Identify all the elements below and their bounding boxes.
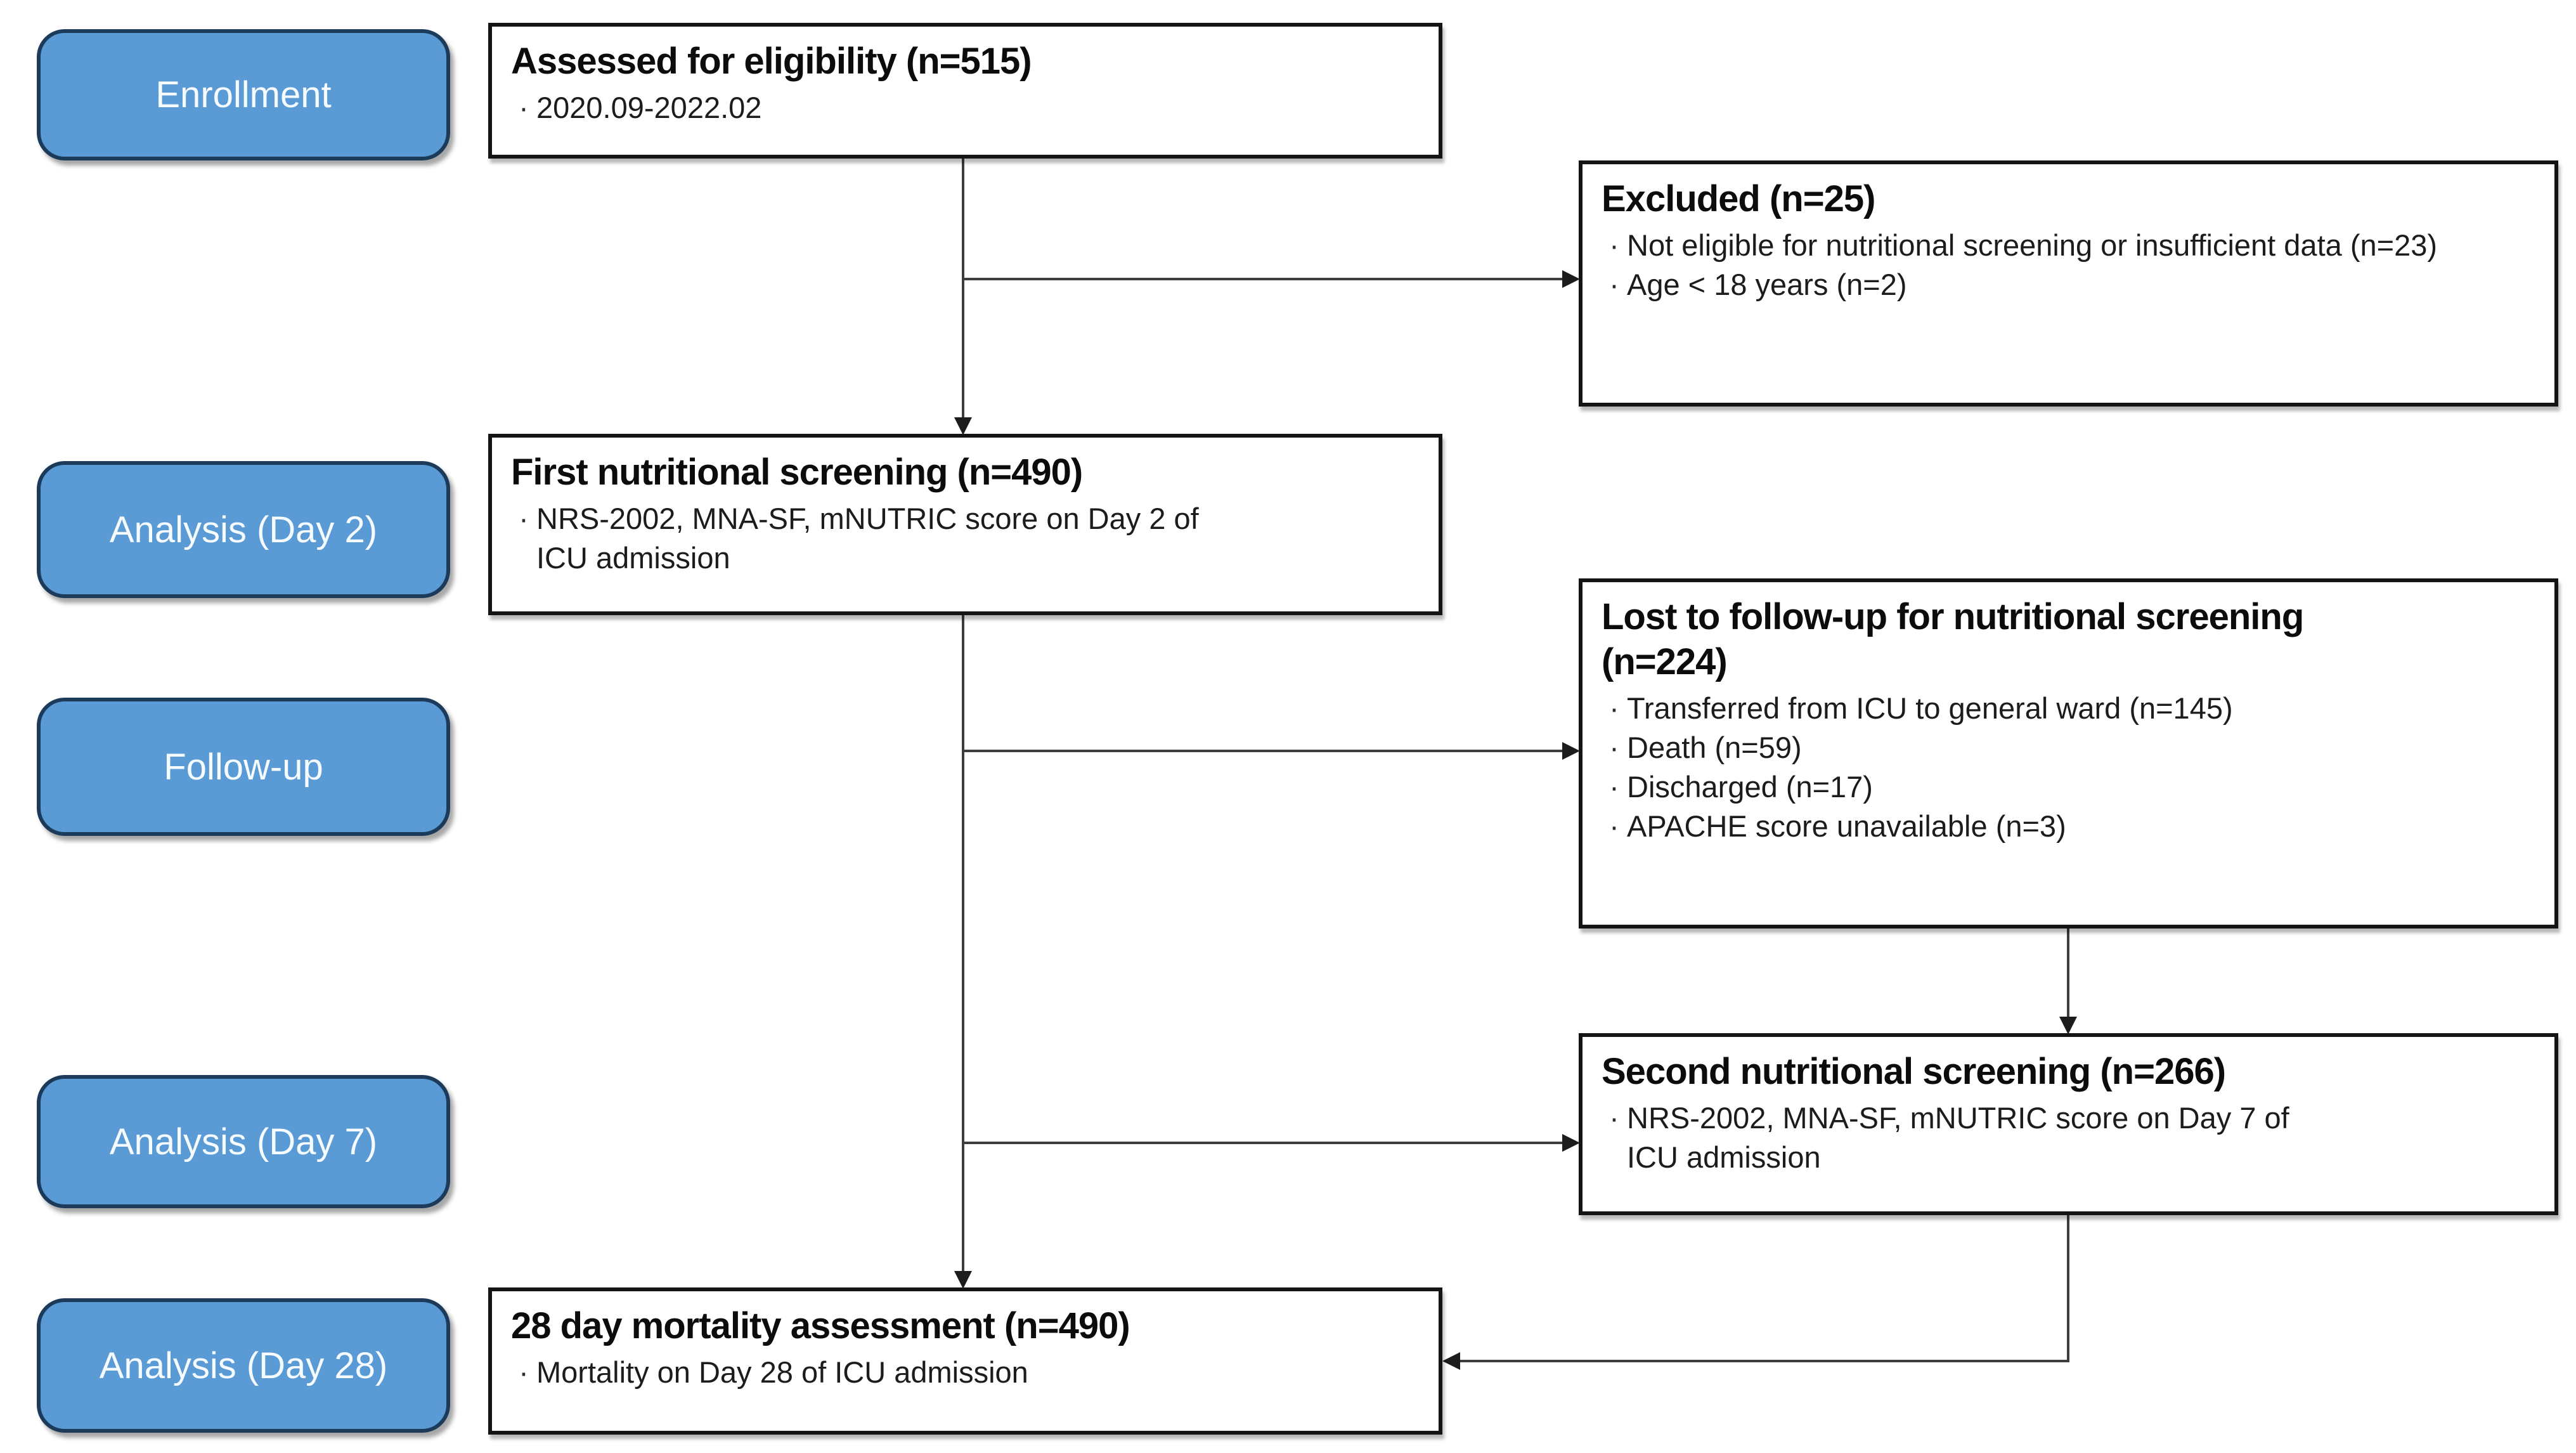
bullet-list: ·Not eligible for nutritional screening … [1602,226,2539,304]
stage-label-analysis-day2: Analysis (Day 2) [37,461,450,598]
bullet-dot: · [1609,1100,1619,1135]
bullet-dot: · [1609,769,1619,804]
bullet-item: ·Age < 18 years (n=2) [1602,265,2539,304]
arrowhead-into-second-top [2059,1017,2077,1034]
arrowhead-into-excluded [1562,270,1580,288]
bullet-list: ·NRS-2002, MNA-SF, mNUTRIC score on Day … [1602,1098,2539,1177]
arrowhead-into-lost [1562,742,1580,760]
stage-label-follow-up: Follow-up [37,698,450,836]
box-second-nutritional-screening: Second nutritional screening (n=266) ·NR… [1579,1033,2558,1215]
bullet-text: NRS-2002, MNA-SF, mNUTRIC score on Day 7… [1627,1100,2289,1174]
bullet-text: Discharged (n=17) [1627,769,1873,804]
stage-label-enrollment: Enrollment [37,29,450,160]
stage-label-text: Analysis (Day 7) [109,1121,378,1163]
box-28day-mortality-assessment: 28 day mortality assessment (n=490) ·Mor… [488,1287,1442,1435]
bullet-list: ·Transferred from ICU to general ward (n… [1602,689,2539,846]
bullet-dot: · [519,1355,529,1389]
stage-label-text: Enrollment [155,74,332,115]
box-title: Excluded (n=25) [1602,178,1875,219]
arrowhead-into-second-left [1562,1134,1580,1152]
box-first-nutritional-screening: First nutritional screening (n=490) ·NRS… [488,434,1442,615]
box-title: 28 day mortality assessment (n=490) [511,1305,1130,1346]
bullet-item: ·Discharged (n=17) [1602,767,2539,807]
bullet-item: ·Not eligible for nutritional screening … [1602,226,2539,265]
box-title: Second nutritional screening (n=266) [1602,1051,2226,1092]
stage-label-analysis-day7: Analysis (Day 7) [37,1075,450,1208]
arrowhead-into-mortality-top [954,1271,972,1289]
bullet-dot: · [1609,228,1619,262]
bullet-dot: · [519,501,529,535]
bullet-dot: · [1609,730,1619,764]
bullet-dot: · [1609,691,1619,725]
bullet-text: Death (n=59) [1627,730,1802,764]
bullet-list: ·NRS-2002, MNA-SF, mNUTRIC score on Day … [511,499,1423,578]
bullet-list: ·Mortality on Day 28 of ICU admission [511,1353,1423,1392]
box-title: Lost to follow-up for nutritional screen… [1602,596,2304,682]
connector-second-to-mortality [1448,1215,2069,1362]
bullet-text: Age < 18 years (n=2) [1627,267,1907,301]
bullet-item: ·NRS-2002, MNA-SF, mNUTRIC score on Day … [511,499,1423,578]
box-title: Assessed for eligibility (n=515) [511,41,1032,82]
bullet-text: Mortality on Day 28 of ICU admission [536,1355,1028,1389]
bullet-item: ·Transferred from ICU to general ward (n… [1602,689,2539,728]
box-excluded: Excluded (n=25) ·Not eligible for nutrit… [1579,160,2558,407]
bullet-item: ·APACHE score unavailable (n=3) [1602,807,2539,846]
bullet-text: 2020.09-2022.02 [536,90,762,124]
bullet-item: ·NRS-2002, MNA-SF, mNUTRIC score on Day … [1602,1098,2539,1177]
bullet-list: ·2020.09-2022.02 [511,88,1423,127]
stage-label-analysis-day28: Analysis (Day 28) [37,1298,450,1433]
bullet-item: ·Death (n=59) [1602,728,2539,767]
box-title: First nutritional screening (n=490) [511,452,1083,493]
stage-label-text: Follow-up [164,746,323,788]
bullet-dot: · [519,90,529,124]
bullet-dot: · [1609,267,1619,301]
arrowhead-into-mortality-right [1442,1352,1460,1370]
stage-label-text: Analysis (Day 2) [109,509,378,551]
stage-label-text: Analysis (Day 28) [99,1345,388,1386]
box-lost-to-follow-up: Lost to follow-up for nutritional screen… [1579,578,2558,928]
bullet-text: Transferred from ICU to general ward (n=… [1627,691,2233,725]
bullet-text: NRS-2002, MNA-SF, mNUTRIC score on Day 2… [536,501,1199,575]
bullet-item: ·Mortality on Day 28 of ICU admission [511,1353,1423,1392]
arrowhead-into-first [954,417,972,435]
bullet-text: Not eligible for nutritional screening o… [1627,228,2437,262]
bullet-text: APACHE score unavailable (n=3) [1627,809,2066,843]
box-assessed-for-eligibility: Assessed for eligibility (n=515) ·2020.0… [488,23,1442,159]
bullet-dot: · [1609,809,1619,843]
bullet-item: ·2020.09-2022.02 [511,88,1423,127]
